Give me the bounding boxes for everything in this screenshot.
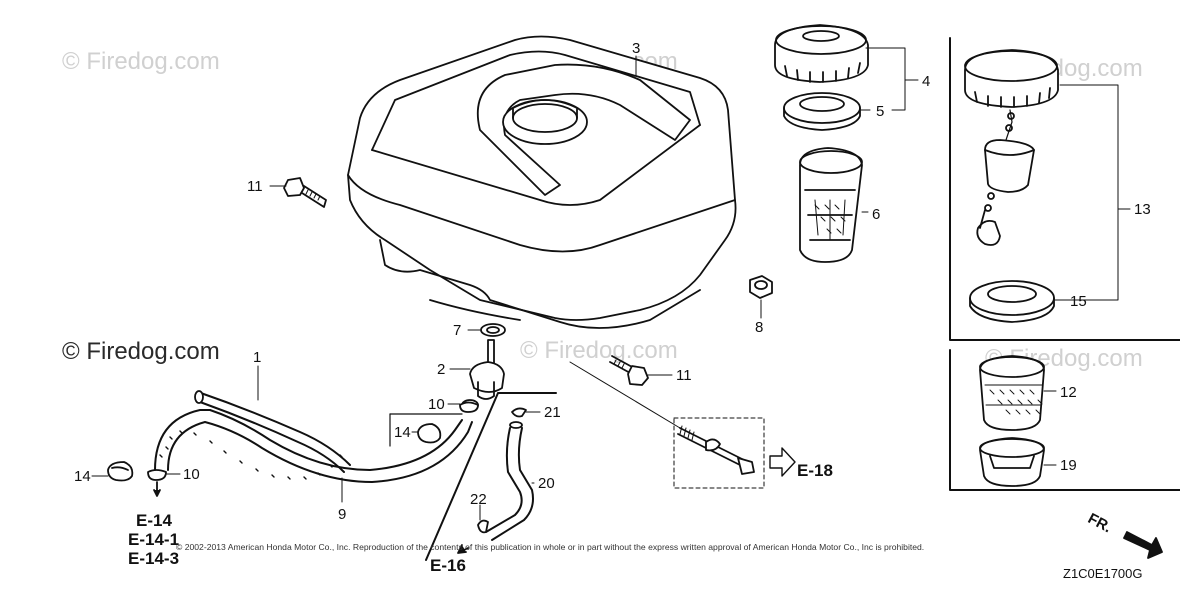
callout-6: 6 xyxy=(872,206,881,223)
tank-nut xyxy=(749,275,773,299)
copyright-notice: © 2002-2013 American Honda Motor Co., In… xyxy=(176,542,925,552)
fuel-cap xyxy=(774,24,869,83)
watermark-dark: © Firedog.com xyxy=(62,338,220,365)
tube-clip-center xyxy=(417,423,442,444)
fuel-cock xyxy=(461,323,506,411)
hose-clamp-center xyxy=(459,401,479,413)
callout-9: 9 xyxy=(338,506,347,523)
callout-15: 15 xyxy=(1070,293,1087,310)
leader-lines xyxy=(91,47,1131,521)
strainer-ring-19 xyxy=(979,437,1045,487)
callout-19: 19 xyxy=(1060,457,1077,474)
callout-4: 4 xyxy=(922,73,931,90)
tank-joint xyxy=(673,417,765,489)
reference-e14-1[interactable]: E-14-1 xyxy=(128,530,180,549)
fuel-hose-9 xyxy=(154,409,473,483)
flange-bolt-left xyxy=(283,177,327,208)
callout-10: 10 xyxy=(183,466,200,483)
drain-tube-20 xyxy=(457,407,534,554)
tube-clip-left xyxy=(107,461,134,482)
cap-seal xyxy=(783,92,861,131)
callout-3: 3 xyxy=(632,40,641,57)
callout-13: 13 xyxy=(1134,201,1151,218)
diagram-code: Z1C0E1700G xyxy=(1063,566,1143,581)
callout-2: 2 xyxy=(437,361,446,378)
strainer-12 xyxy=(979,355,1045,431)
callout-7: 7 xyxy=(453,322,462,339)
reference-e16[interactable]: E-16 xyxy=(430,556,466,575)
front-arrow xyxy=(1123,531,1163,559)
callout-8: 8 xyxy=(755,319,764,336)
callout-11: 11 xyxy=(676,367,692,384)
reference-e18[interactable]: E-18 xyxy=(797,461,833,480)
fuel-hose-1 xyxy=(194,390,351,473)
fuel-tank xyxy=(347,35,737,329)
reference-e14-3[interactable]: E-14-3 xyxy=(128,549,180,568)
reference-e14[interactable]: E-14 xyxy=(136,511,172,530)
callout-21: 21 xyxy=(544,404,561,421)
callout-20: 20 xyxy=(538,475,555,492)
cap-packing xyxy=(969,280,1055,323)
reference-arrow-e18 xyxy=(769,447,796,477)
hose-clamp-left xyxy=(147,469,167,497)
fuel-cap-with-chain xyxy=(964,49,1059,246)
callout-1: 1 xyxy=(253,349,262,366)
watermark: © Firedog.com xyxy=(520,337,678,364)
callout-14: 14 xyxy=(74,468,91,485)
callout-5: 5 xyxy=(876,103,885,120)
fuel-strainer xyxy=(799,147,863,263)
watermark: © Firedog.com xyxy=(62,48,220,75)
callout-22: 22 xyxy=(470,491,487,508)
callout-14: 14 xyxy=(394,424,411,441)
callout-10: 10 xyxy=(428,396,445,413)
callout-12: 12 xyxy=(1060,384,1077,401)
flange-bolt-right xyxy=(609,355,649,386)
callout-11: 11 xyxy=(247,178,263,195)
